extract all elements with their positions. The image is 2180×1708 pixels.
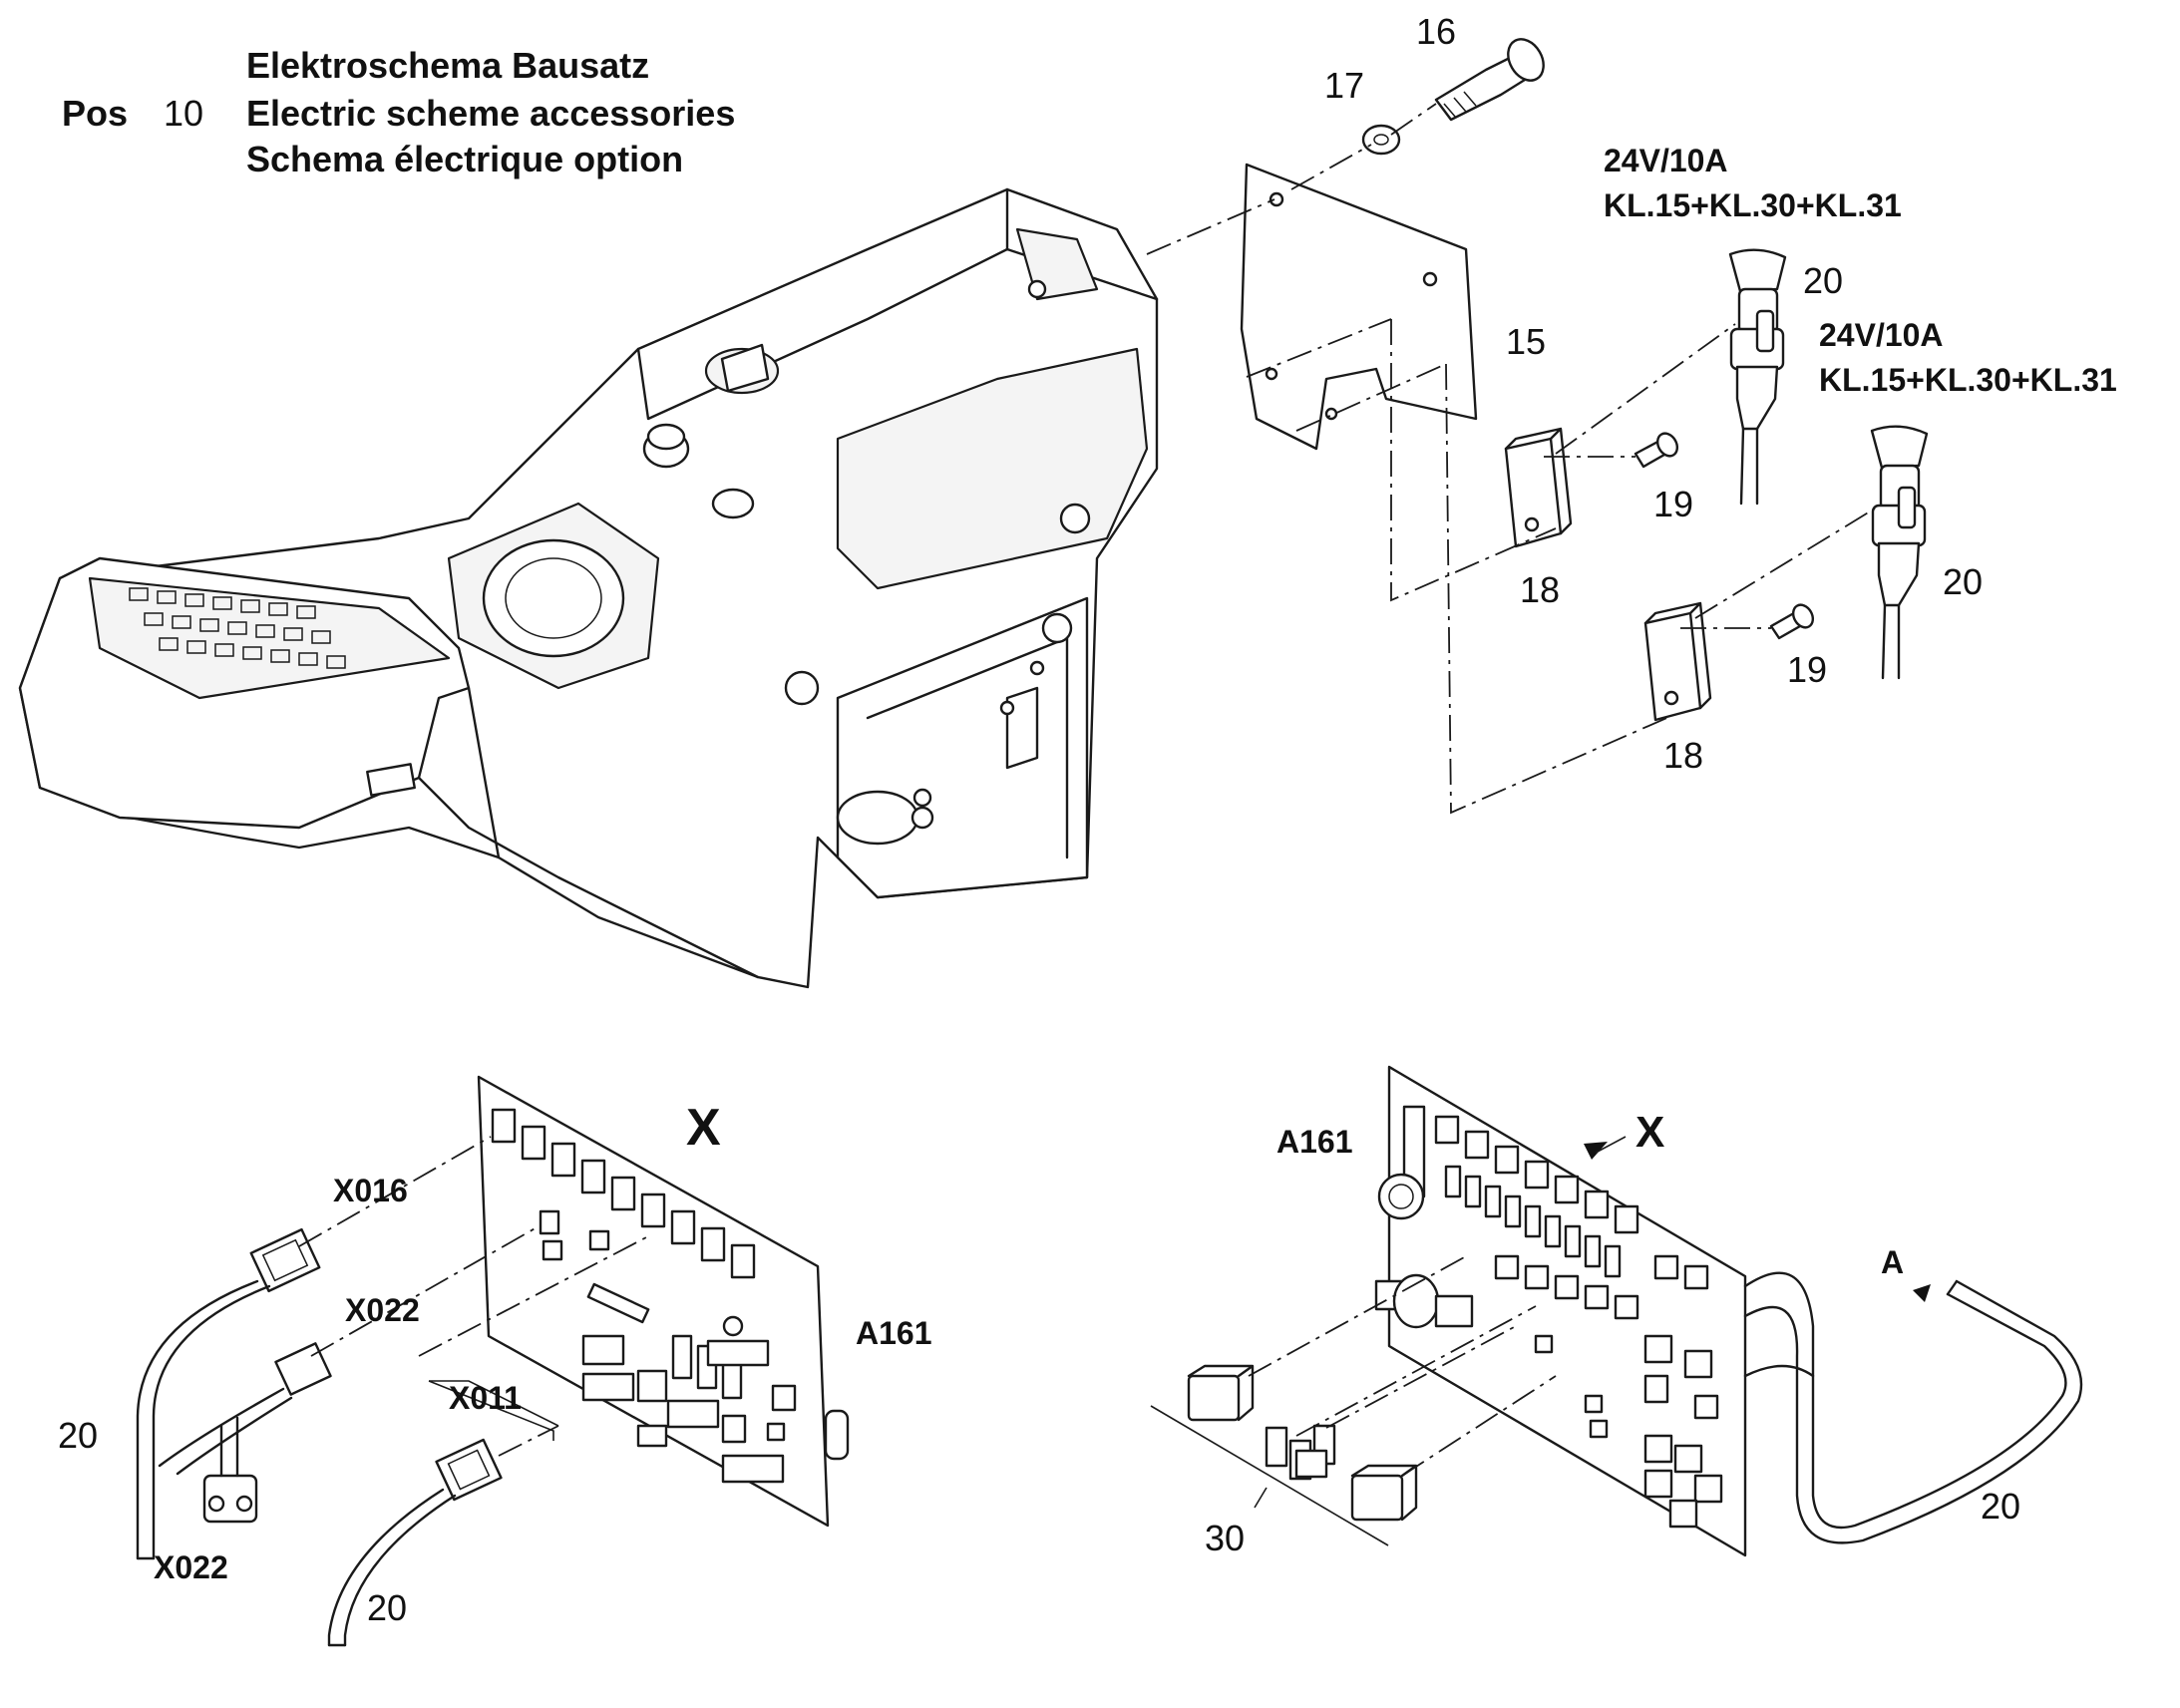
- rating-lower-line1: 24V/10A: [1819, 317, 1944, 353]
- connector-label-x022-upper: X022: [345, 1292, 420, 1328]
- pos-label: Pos: [62, 93, 128, 134]
- view-letter-right: X: [1635, 1108, 1664, 1157]
- detail-arrow-a: [1913, 1284, 1931, 1302]
- console-plug-hole: [1059, 503, 1091, 534]
- callout-19a: 19: [1653, 484, 1693, 524]
- top-callouts: 16 17 15 20 20 19 19 18 18 24V/10A KL.15…: [1324, 11, 2117, 776]
- view-arrow-x: [1584, 1142, 1608, 1160]
- bracket-opening: [836, 790, 919, 846]
- view-letter-left: X: [686, 1099, 721, 1157]
- cable-20-left-b: [158, 1387, 293, 1476]
- callout-20-right: 20: [1981, 1486, 2020, 1527]
- relay-30b: [1350, 1464, 1418, 1522]
- circuit-board-left: X A161 X016 X022 X011 X022 20 20: [58, 1075, 932, 1647]
- relay-30a: [1187, 1364, 1255, 1422]
- fuse-block-30: [1265, 1424, 1336, 1481]
- circuit-board-right: X A161 A 30 20: [1150, 1065, 2083, 1558]
- keypad-buttons: [129, 587, 346, 669]
- board-left-connector-row: [491, 1108, 756, 1279]
- board-label-left: A161: [856, 1315, 932, 1351]
- header-block: Pos 10 Elektroschema Bausatz Electric sc…: [62, 45, 735, 179]
- callout-15: 15: [1506, 321, 1546, 362]
- screw-19a: [1634, 432, 1679, 469]
- harness-connector-x022-upper: [274, 1342, 332, 1396]
- board-left-lower-components: [581, 1282, 850, 1484]
- board-right-components: [1374, 1105, 1723, 1529]
- connector-label-x022-lower: X022: [154, 1549, 228, 1585]
- callout-20a: 20: [1803, 260, 1843, 301]
- rating-lower-line2: KL.15+KL.30+KL.31: [1819, 362, 2117, 398]
- board-left-panel: [477, 1075, 830, 1528]
- connector-label-x016: X016: [333, 1173, 408, 1208]
- screw-16: [1434, 38, 1545, 122]
- callout-18a: 18: [1520, 569, 1560, 610]
- title-english: Electric scheme accessories: [246, 93, 735, 134]
- callout-20b: 20: [1943, 561, 1983, 602]
- cable-20-right: [1743, 1271, 2083, 1544]
- connector-label-x011: X011: [449, 1380, 522, 1416]
- assembly-guides-top: [1146, 103, 1876, 815]
- socket-opening: [482, 538, 625, 658]
- callout-17: 17: [1324, 65, 1364, 106]
- console-housing: [18, 187, 1159, 989]
- washer-17: [1361, 124, 1401, 156]
- detail-letter-a: A: [1881, 1244, 1904, 1280]
- title-french: Schema électrique option: [246, 139, 683, 179]
- harness-connector-x011: [435, 1438, 503, 1502]
- power-socket-20a: [1728, 248, 1787, 506]
- cable-20-left-a: [136, 1279, 271, 1560]
- ignition-key: [720, 343, 770, 393]
- harness-connector-x016: [249, 1227, 321, 1293]
- rating-upper-line2: KL.15+KL.30+KL.31: [1604, 187, 1902, 223]
- board-label-right: A161: [1276, 1124, 1353, 1160]
- console-label-plate: [366, 763, 416, 797]
- clip-bracket-18a: [1504, 427, 1573, 548]
- pos-number: 10: [164, 93, 203, 134]
- title-german: Elektroschema Bausatz: [246, 45, 649, 86]
- keypad-face: [88, 576, 451, 700]
- callout-20-left-a: 20: [58, 1415, 98, 1456]
- mounting-plate-15: [1240, 163, 1478, 451]
- callout-20-left-b: 20: [367, 1587, 407, 1628]
- console-button: [711, 488, 755, 519]
- callout-30: 30: [1205, 1518, 1245, 1558]
- screw-19b: [1769, 603, 1815, 640]
- clip-bracket-18b: [1643, 601, 1712, 722]
- harness-connector-x022-lower: [202, 1474, 258, 1524]
- callout-19b: 19: [1787, 649, 1827, 690]
- rating-upper-line1: 24V/10A: [1604, 143, 1728, 178]
- callout-16: 16: [1416, 11, 1456, 52]
- callout-18b: 18: [1663, 735, 1703, 776]
- cable-20-left-c: [327, 1488, 457, 1647]
- power-socket-20b: [1870, 425, 1929, 680]
